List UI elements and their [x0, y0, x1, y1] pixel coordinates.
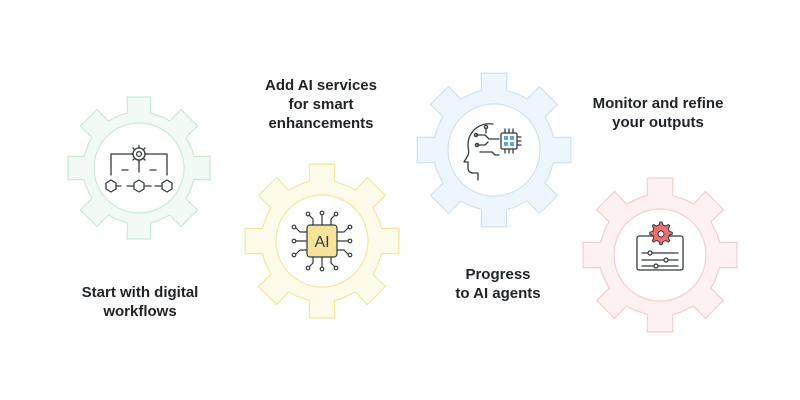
- settings-sliders-icon: [636, 221, 684, 271]
- step-3-caption: Progress to AI agents: [418, 265, 578, 303]
- gear-step-1: [67, 96, 211, 240]
- step-1-caption: Start with digital workflows: [60, 283, 220, 321]
- gear-4-inner-ring: [613, 208, 707, 302]
- gear-step-4: [582, 177, 738, 333]
- ai-agent-head-icon: [463, 123, 522, 181]
- step-2-caption-line-3: enhancements: [268, 115, 374, 132]
- step-3-caption-line-1: Progress: [465, 266, 531, 283]
- step-4-caption-line-1: Monitor and refine: [592, 95, 724, 112]
- ai-chip-icon: [291, 210, 353, 272]
- workflow-icon: [105, 144, 173, 193]
- ai-chip-label: AI: [314, 234, 329, 251]
- step-1-caption-line-1: Start with digital: [81, 284, 199, 301]
- step-4-caption-line-2: your outputs: [612, 114, 704, 131]
- step-2-caption-line-1: Add AI services: [265, 77, 377, 94]
- step-3-caption-line-2: to AI agents: [455, 285, 541, 302]
- step-2-caption-line-2: for smart: [288, 96, 354, 113]
- step-4-caption: Monitor and refine your outputs: [568, 94, 748, 132]
- gear-step-2: AI: [244, 163, 400, 319]
- step-2-caption: Add AI services for smart enhancements: [241, 76, 401, 133]
- gear-3-inner-ring: [447, 103, 541, 197]
- small-gear-icon: [649, 221, 673, 246]
- step-1-caption-line-2: workflows: [103, 303, 177, 320]
- gear-step-3: [416, 72, 572, 228]
